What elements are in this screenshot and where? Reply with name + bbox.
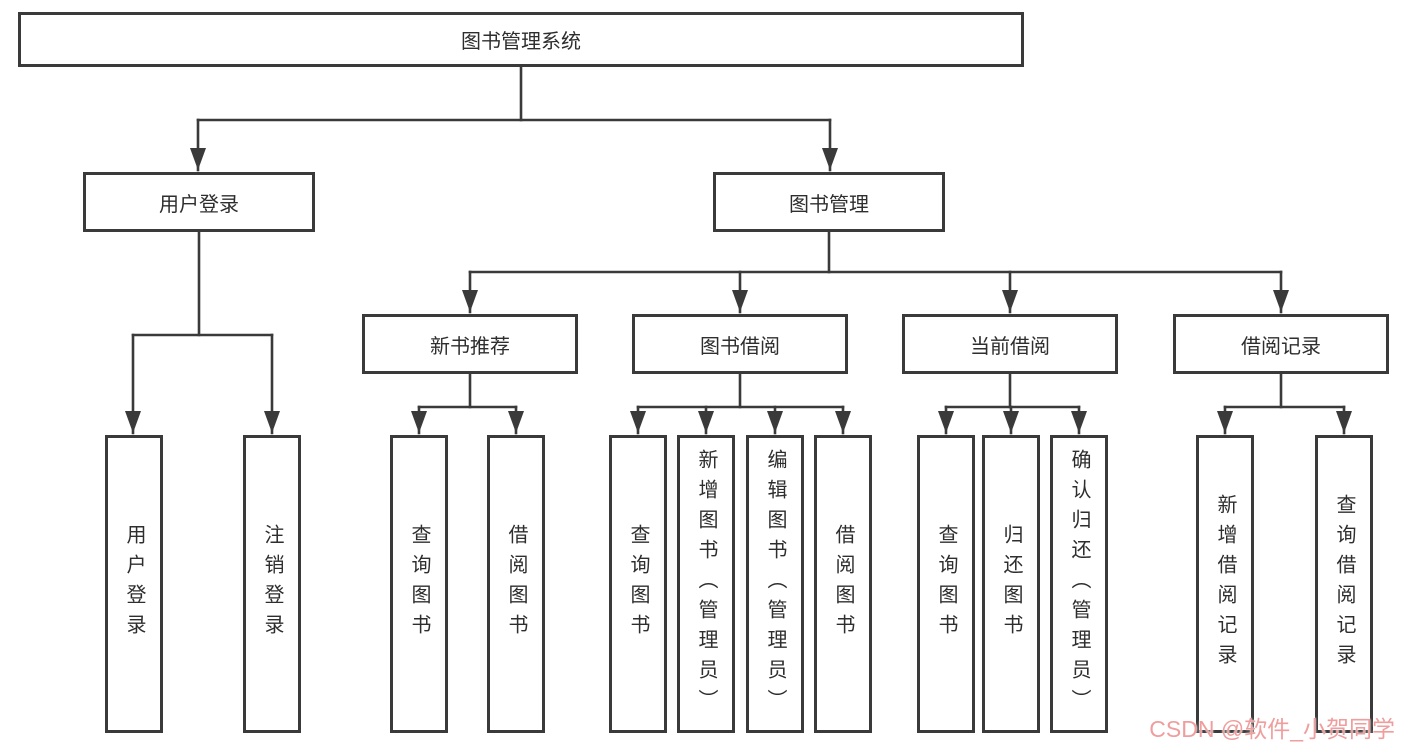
leaf-query-books-recommend: 查询图书 bbox=[390, 435, 448, 733]
leaf-label: 用户登录 bbox=[123, 524, 145, 644]
leaf-label: 查询图书 bbox=[935, 524, 957, 644]
leaf-borrow-books-recommend: 借阅图书 bbox=[487, 435, 545, 733]
node-book-borrow: 图书借阅 bbox=[632, 314, 848, 374]
leaf-label: 新增图书（管理员） bbox=[695, 449, 717, 719]
root-node-library-system: 图书管理系统 bbox=[18, 12, 1024, 67]
node-current-borrow: 当前借阅 bbox=[902, 314, 1118, 374]
leaf-query-books-current: 查询图书 bbox=[917, 435, 975, 733]
leaf-borrow-books: 借阅图书 bbox=[814, 435, 872, 733]
leaf-edit-book-admin: 编辑图书（管理员） bbox=[746, 435, 804, 733]
leaf-logout: 注销登录 bbox=[243, 435, 301, 733]
leaf-label: 编辑图书（管理员） bbox=[764, 449, 786, 719]
leaf-add-book-admin: 新增图书（管理员） bbox=[677, 435, 735, 733]
leaf-label: 查询图书 bbox=[627, 524, 649, 644]
node-label: 当前借阅 bbox=[970, 335, 1050, 358]
node-label: 图书管理 bbox=[789, 193, 869, 216]
leaf-label: 归还图书 bbox=[1000, 524, 1022, 644]
leaf-label: 借阅图书 bbox=[832, 524, 854, 644]
leaf-query-borrow-record: 查询借阅记录 bbox=[1315, 435, 1373, 733]
node-label: 用户登录 bbox=[159, 193, 239, 216]
leaf-label: 注销登录 bbox=[261, 524, 283, 644]
leaf-user-login: 用户登录 bbox=[105, 435, 163, 733]
leaf-label: 确认归还（管理员） bbox=[1068, 449, 1090, 719]
node-book-management: 图书管理 bbox=[713, 172, 945, 232]
csdn-watermark: CSDN @软件_小贺同学 bbox=[1149, 716, 1395, 742]
root-node-label: 图书管理系统 bbox=[461, 31, 581, 53]
leaf-label: 新增借阅记录 bbox=[1214, 494, 1236, 674]
leaf-return-book: 归还图书 bbox=[982, 435, 1040, 733]
leaf-confirm-return-admin: 确认归还（管理员） bbox=[1050, 435, 1108, 733]
leaf-query-books-borrow: 查询图书 bbox=[609, 435, 667, 733]
node-label: 图书借阅 bbox=[700, 335, 780, 358]
leaf-label: 查询借阅记录 bbox=[1333, 494, 1355, 674]
node-label: 借阅记录 bbox=[1241, 335, 1321, 358]
node-borrow-records: 借阅记录 bbox=[1173, 314, 1389, 374]
leaf-label: 借阅图书 bbox=[505, 524, 527, 644]
leaf-add-borrow-record: 新增借阅记录 bbox=[1196, 435, 1254, 733]
node-label: 新书推荐 bbox=[430, 335, 510, 358]
node-user-login: 用户登录 bbox=[83, 172, 315, 232]
node-new-book-recommend: 新书推荐 bbox=[362, 314, 578, 374]
leaf-label: 查询图书 bbox=[408, 524, 430, 644]
